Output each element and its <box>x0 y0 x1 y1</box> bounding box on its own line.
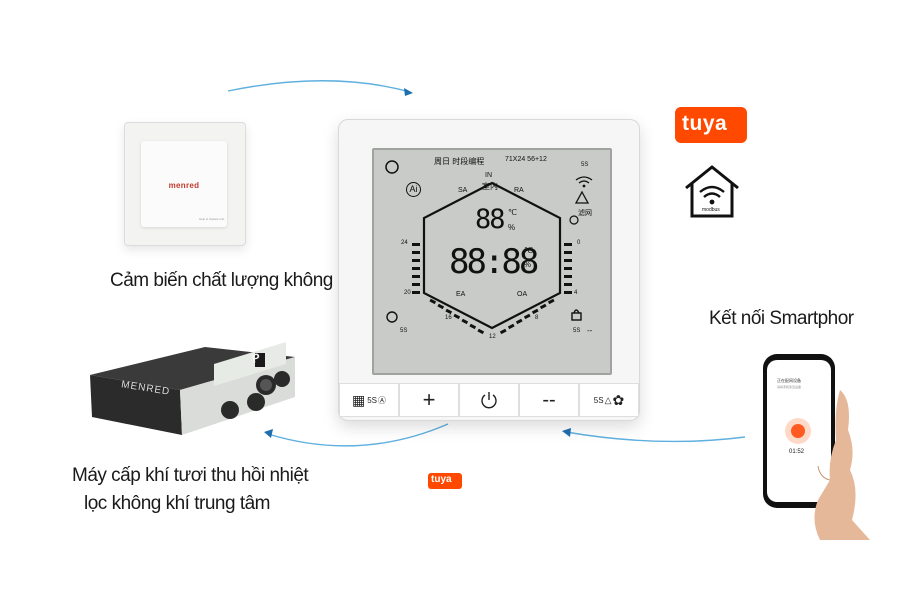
air-quality-sensor: menred Help & Update Info <box>124 122 246 246</box>
lcd-graphics <box>385 160 593 335</box>
lcd-main-unit: ℃ <box>524 246 533 255</box>
lcd-scale-20: 20 <box>404 290 411 296</box>
caption-smartphone: Kết nối Smartphor <box>709 308 854 329</box>
lcd-scale-24: 24 <box>401 240 408 246</box>
sensor-note: Help & Update Info <box>199 217 225 221</box>
fan-icon: ✿ <box>612 391 625 408</box>
mode-button[interactable]: ▦ 5S Ⓐ <box>339 383 399 417</box>
caption-erv-line2: lọc không khí trung tâm <box>84 493 271 514</box>
lcd-upper-pct: % <box>508 223 516 232</box>
lcd-five-s-bottom-left: 5S <box>400 328 408 334</box>
fan-5s-label: 5S <box>593 395 604 405</box>
tuya-logo-small: tuya <box>428 473 462 489</box>
plus-label: + <box>422 387 436 412</box>
erv-unit <box>90 342 295 435</box>
lcd-main-pct: % <box>524 260 532 269</box>
grid-icon: ▦ <box>351 391 366 408</box>
lcd-scale-16: 16 <box>445 315 452 321</box>
lcd-ai-icon: Ai <box>406 182 421 197</box>
lcd-oa-label: OA <box>517 291 528 298</box>
arrow-head-top <box>404 88 413 96</box>
lcd-indoor-label: 室内 <box>482 182 498 191</box>
lcd-five-s-bottom-right: 5S <box>573 328 581 334</box>
phone-screen-sub: 请将手机靠近设备 <box>777 385 802 389</box>
caption-sensor: Cảm biến chất lượng không khí <box>110 270 362 291</box>
lcd-upper-value: 88 <box>475 204 505 235</box>
ai-icon: Ⓐ <box>378 395 387 405</box>
minus-button[interactable]: -- <box>519 383 579 417</box>
triangle-icon: △ <box>604 394 612 405</box>
minus-label: -- <box>542 388 556 411</box>
phone-screen: 正在配网设备 请将手机靠近设备 01:52 <box>767 360 831 502</box>
modbus-house-icon <box>685 165 739 218</box>
arrow-head-thermostat <box>562 428 571 437</box>
button-row: ▦ 5S Ⓐ + -- 5S △ ✿ <box>339 383 639 419</box>
mode-5s-label: 5S <box>367 395 378 405</box>
power-button[interactable] <box>459 383 519 417</box>
lcd-main-value: 88:88 <box>449 242 539 282</box>
lcd-scale-0: 0 <box>577 240 581 246</box>
sensor-brand-logo: menred <box>168 181 200 190</box>
arrow-thermostat-to-erv <box>267 423 449 447</box>
caption-erv-line1: Máy cấp khí tươi thu hồi nhiệt <box>72 465 309 486</box>
phone-screen-title: 正在配网设备 <box>777 378 801 383</box>
hand-illustration <box>814 390 870 540</box>
lcd-ea-label: EA <box>456 291 466 298</box>
arrow-phone-to-thermostat <box>565 431 746 443</box>
power-icon <box>481 392 497 409</box>
lcd-scale-4: 4 <box>574 290 578 296</box>
lcd-ratio-info: 71X24 56+12 <box>505 156 547 163</box>
lcd-ra-label: RA <box>514 187 524 194</box>
phone-timer: 01:52 <box>789 449 805 455</box>
arrow-head-erv <box>264 429 273 438</box>
lcd-upper-unit: ℃ <box>508 208 517 217</box>
lcd-in-label: IN <box>485 172 492 179</box>
fan-button[interactable]: 5S △ ✿ <box>579 383 639 417</box>
lcd-week-program: 周日 时段编程 <box>434 157 485 166</box>
lcd-five-s-top: 5S <box>581 162 589 168</box>
modbus-label: modbus <box>702 207 720 213</box>
thermostat-panel: 周日 时段编程 71X24 56+12 IN 室内 SA RA 5S Ai 滤网… <box>338 119 640 421</box>
plus-button[interactable]: + <box>399 383 459 417</box>
tuya-logo-text: tuya <box>682 112 728 135</box>
lcd-display: 周日 时段编程 71X24 56+12 IN 室内 SA RA 5S Ai 滤网… <box>372 148 612 375</box>
lcd-dashes: -- <box>587 326 593 335</box>
arrow-sensor-to-thermostat <box>227 80 411 93</box>
lcd-sa-label: SA <box>458 187 468 194</box>
lcd-scale-12: 12 <box>489 334 496 340</box>
lcd-scale-8: 8 <box>535 315 539 321</box>
lcd-filter-label: 滤网 <box>578 210 592 217</box>
sensor-face: menred Help & Update Info <box>141 141 227 227</box>
smartphone: 正在配网设备 请将手机靠近设备 01:52 <box>763 354 835 508</box>
phone-pairing-circle <box>785 418 811 444</box>
tuya-logo-large: tuya <box>675 107 747 143</box>
tuya-small-text: tuya <box>431 474 452 485</box>
